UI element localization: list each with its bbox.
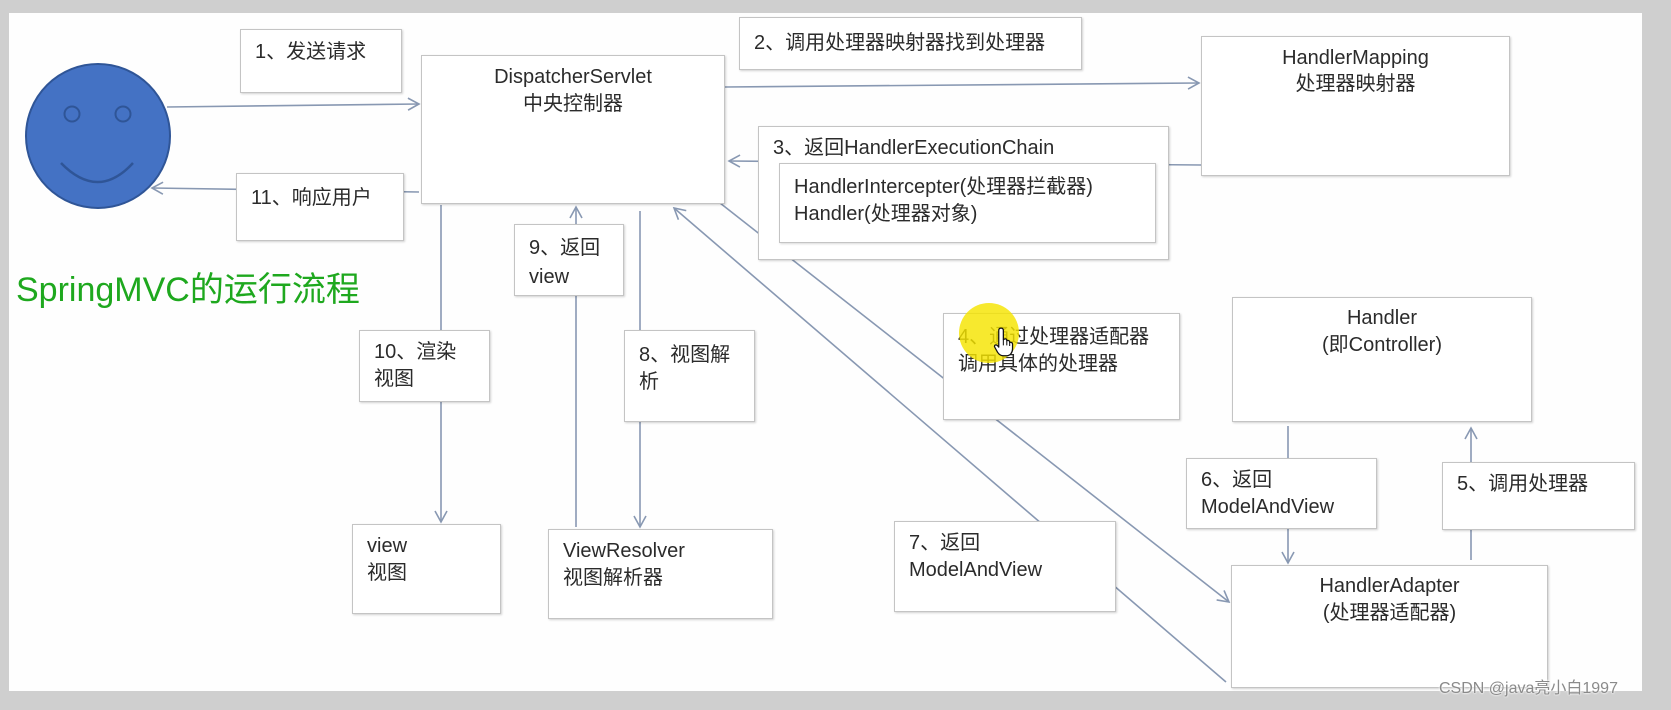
step11-label: 11、响应用户 bbox=[251, 187, 372, 209]
step8-label-line1: 8、视图解 bbox=[639, 344, 731, 366]
user-head bbox=[25, 63, 171, 209]
step10-label-line1: 10、渲染 bbox=[374, 341, 457, 363]
view-name: view bbox=[367, 535, 408, 557]
step2-label-box: 2、调用处理器映射器找到处理器 bbox=[739, 17, 1082, 70]
view-subtitle: 视图 bbox=[367, 562, 407, 584]
handler-adapter-subtitle: (处理器适配器) bbox=[1322, 602, 1457, 624]
step8-label-box: 8、视图解 析 bbox=[624, 330, 755, 422]
view-resolver-subtitle: 视图解析器 bbox=[563, 567, 663, 589]
view-resolver-node: ViewResolver 视图解析器 bbox=[548, 529, 773, 619]
step1-label: 1、发送请求 bbox=[255, 41, 367, 63]
handler-adapter-node: HandlerAdapter (处理器适配器) bbox=[1231, 565, 1548, 688]
handler-mapping-name: HandlerMapping bbox=[1282, 47, 1429, 69]
dispatcher-servlet-subtitle: 中央控制器 bbox=[523, 93, 623, 115]
view-node: view 视图 bbox=[352, 524, 501, 614]
handler-node: Handler (即Controller) bbox=[1232, 297, 1532, 422]
step3-label-box: 3、返回HandlerExecutionChain HandlerInterce… bbox=[758, 126, 1169, 260]
step6-label-line1: 6、返回 bbox=[1201, 469, 1273, 491]
step3-label: 3、返回HandlerExecutionChain bbox=[773, 137, 1055, 159]
arrow-step2-find-handler bbox=[724, 76, 1201, 90]
user-left-eye bbox=[63, 105, 81, 123]
step4-label-line2: 调用具体的处理器 bbox=[958, 353, 1118, 375]
step5-label-box: 5、调用处理器 bbox=[1442, 462, 1635, 530]
arrow-step1-send-request bbox=[166, 97, 421, 111]
handler-mapping-subtitle: 处理器映射器 bbox=[1295, 73, 1416, 95]
step10-label-box: 10、渲染 视图 bbox=[359, 330, 490, 402]
handler-name: Handler bbox=[1346, 307, 1418, 329]
step7-label-line1: 7、返回 bbox=[909, 532, 981, 554]
step9-label-line1: 9、返回 bbox=[529, 237, 601, 259]
step10-label-line2: 视图 bbox=[374, 368, 414, 390]
chain-interceptor-item: HandlerIntercepter(处理器拦截器) bbox=[794, 176, 1093, 198]
diagram-title: SpringMVC的运行流程 bbox=[16, 271, 360, 309]
step9-label-line2: view bbox=[529, 266, 570, 288]
step7-label-box: 7、返回 ModelAndView bbox=[894, 521, 1116, 612]
step9-label-box: 9、返回 view bbox=[514, 224, 624, 296]
step4-label-box: 4、通过处理器适配器 调用具体的处理器 bbox=[943, 313, 1180, 420]
watermark-text: CSDN @java亮小白1997 bbox=[1439, 680, 1618, 697]
handler-subtitle: (即Controller) bbox=[1321, 334, 1443, 356]
user-smile bbox=[60, 162, 134, 184]
step4-label-line1: 4、通过处理器适配器 bbox=[958, 326, 1150, 348]
handler-execution-chain-contents: HandlerIntercepter(处理器拦截器) Handler(处理器对象… bbox=[779, 163, 1156, 243]
step7-label-line2: ModelAndView bbox=[909, 559, 1043, 581]
step11-label-box: 11、响应用户 bbox=[236, 173, 404, 241]
dispatcher-servlet-name: DispatcherServlet bbox=[494, 66, 652, 88]
step6-label-line2: ModelAndView bbox=[1201, 496, 1335, 518]
step6-label-box: 6、返回 ModelAndView bbox=[1186, 458, 1377, 529]
handler-adapter-name: HandlerAdapter bbox=[1319, 575, 1460, 597]
user-right-eye bbox=[114, 105, 132, 123]
view-resolver-name: ViewResolver bbox=[563, 540, 685, 562]
arrow-step7-return-modelandview bbox=[672, 206, 1227, 683]
step8-label-line2: 析 bbox=[639, 371, 659, 393]
step5-label: 5、调用处理器 bbox=[1457, 473, 1589, 495]
handler-mapping-node: HandlerMapping 处理器映射器 bbox=[1201, 36, 1510, 176]
step2-label: 2、调用处理器映射器找到处理器 bbox=[754, 32, 1046, 54]
step1-label-box: 1、发送请求 bbox=[240, 29, 402, 93]
smiley-face-icon bbox=[25, 63, 171, 209]
chain-handler-item: Handler(处理器对象) bbox=[794, 203, 978, 225]
dispatcher-servlet-node: DispatcherServlet 中央控制器 bbox=[421, 55, 725, 204]
